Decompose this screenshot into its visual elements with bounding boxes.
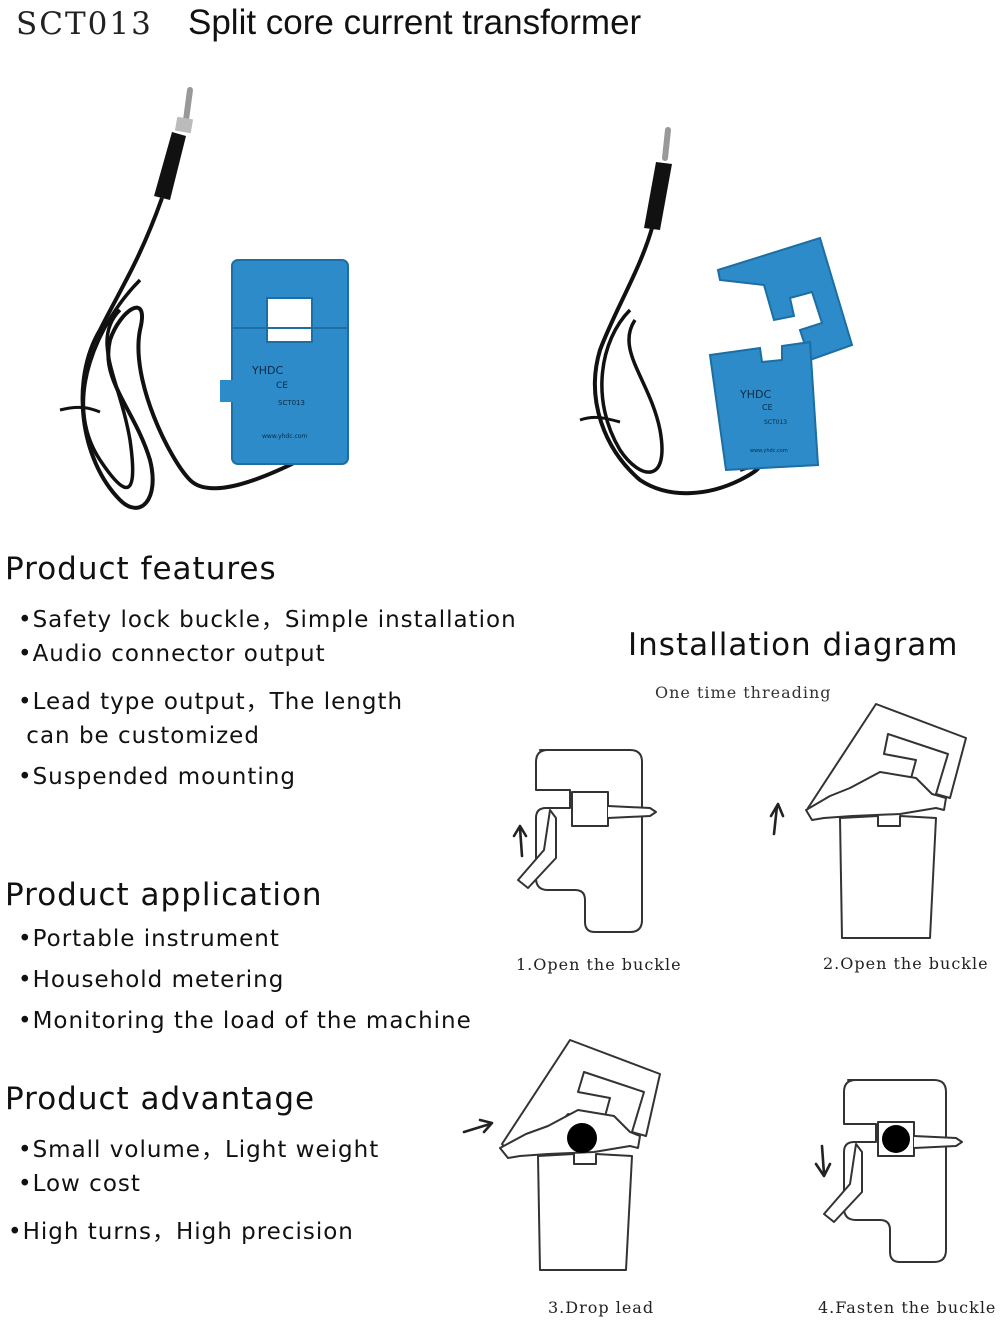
- step-2-caption: 2.Open the buckle: [823, 954, 989, 973]
- advantage-heading: Product advantage: [5, 1081, 316, 1117]
- step-2-diagram: [760, 698, 980, 948]
- product-photo-closed: YHDC CE SCT013 www.yhdc.com: [40, 80, 370, 520]
- step-4-caption: 4.Fasten the buckle: [818, 1298, 997, 1317]
- svg-text:www.yhdc.com: www.yhdc.com: [262, 433, 307, 440]
- svg-text:SCT013: SCT013: [278, 399, 305, 407]
- model-number: SCT013: [16, 6, 153, 42]
- features-item: •Safety lock buckle，Simple installation: [18, 607, 517, 633]
- installation-subtitle: One time threading: [655, 683, 832, 702]
- advantage-item: •Low cost: [18, 1171, 141, 1197]
- features-heading: Product features: [5, 551, 277, 587]
- step-1-caption: 1.Open the buckle: [516, 955, 682, 974]
- features-item: •Suspended mounting: [18, 764, 296, 790]
- installation-heading: Installation diagram: [628, 627, 959, 663]
- product-photo-open: YHDC CE SCT013 www.yhdc.com: [560, 80, 890, 520]
- step-3-caption: 3.Drop lead: [548, 1298, 655, 1317]
- brand-logo: YHDC: [251, 364, 283, 377]
- features-item: •Lead type output，The length: [18, 689, 404, 715]
- application-item: •Household metering: [18, 967, 285, 993]
- features-item: •Audio connector output: [18, 641, 326, 667]
- advantage-item: •Small volume，Light weight: [18, 1137, 380, 1163]
- svg-text:CE: CE: [276, 381, 288, 391]
- page-title: Split core current transformer: [188, 3, 642, 42]
- features-item: can be customized: [18, 723, 260, 749]
- application-heading: Product application: [5, 877, 323, 913]
- svg-text:CE: CE: [762, 403, 773, 412]
- step-3-diagram: [460, 1032, 680, 1282]
- step-1-diagram: [500, 740, 670, 940]
- step-4-diagram: [800, 1072, 970, 1272]
- svg-text:YHDC: YHDC: [739, 388, 771, 401]
- application-item: •Monitoring the load of the machine: [18, 1008, 472, 1034]
- svg-text:www.yhdc.com: www.yhdc.com: [750, 448, 788, 454]
- application-item: •Portable instrument: [18, 926, 280, 952]
- svg-text:SCT013: SCT013: [764, 419, 787, 426]
- advantage-item: •High turns，High precision: [8, 1219, 354, 1245]
